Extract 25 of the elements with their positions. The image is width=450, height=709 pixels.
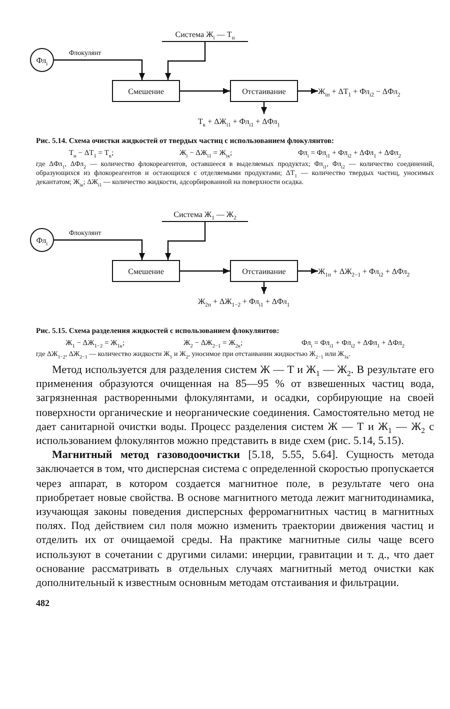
- flocculant-circle: Фл$_{i}$: [30, 228, 54, 252]
- process-box: Отстаивание: [230, 260, 298, 282]
- product-formula: Ж$_{1п}$ + ΔЖ$_{2−1}$ + Фл$_{i2}$ + ΔФл$_{2}$: [318, 264, 446, 278]
- process-box: Смешение: [112, 80, 180, 102]
- stream-label: Система Ж$_{1}$ — Ж$_{2}$: [162, 208, 248, 222]
- arrow: [54, 239, 145, 260]
- arrow: [180, 268, 230, 274]
- arrow: [261, 102, 267, 114]
- arrow: [298, 88, 318, 94]
- paragraph: Метод используется для разделения систем Ж — Т и Ж$_{1}$ — Ж$_{2}$. В результате его применения образуются очищенная на 85—95 % от взвешенных частиц вода, загрязненная растворенными флокулянтами, и осадки, сорбирующие на своей поверхности органические и неорганические соединения. Самостоятельно метод не дает санитарной очистки воды. Процесс разделения систем Ж — Т и Ж$_{1}$ — Ж$_{2}$ с использованием флокулянтов можно представить в виде схем (рис. 5.14, 5.15).: [36, 363, 434, 448]
- arrow: [261, 282, 267, 294]
- arrow: [298, 268, 318, 274]
- process-box: Отстаивание: [230, 80, 298, 102]
- arrow: [54, 59, 145, 80]
- arrow: [165, 222, 206, 260]
- stream-label: Система Ж$_{i}$ — Т$_{н}$: [162, 28, 248, 42]
- arrow: [165, 42, 206, 80]
- page-number: 482: [36, 598, 50, 608]
- process-box: Смешение: [112, 260, 180, 282]
- paragraph: Магнитный метод газоводоочистки [5.18, 5.55, 5.64]. Сущность метода заключается в том, что дисперсная система с определенной скоростью пропускается через аппарат, в котором создается магнитное поле, в результате чего она приобретает новые свойства. В основе магнитного метода лежит магнитодинамика, изучающая законы поведения дисперсных ферромагнитных частиц в магнитных полях. Под действием сил поля можно изменить траектории движения частиц и отделить их от очищаемой среды. На практике магнитные силы чаще всего используют в сочетании с другими силами: инерции, гравитации и т. д., что дает основание рассматривать в отдельных случаях магнитный метод очистки как дополнительный к известным основным методам отстаивания и фильтрации.: [36, 448, 434, 590]
- product-formula: Ж$_{iп}$ + ΔТ$_{1}$ + Фл$_{i2}$ − ΔФл$_{2}$: [318, 84, 446, 98]
- arrow: [180, 88, 230, 94]
- flocculant-circle: Фл$_{i}$: [30, 48, 54, 72]
- product-formula: Т$_{к}$ + ΔЖ$_{i1}$ + Фл$_{i1}$ + ΔФл$_{1}$: [198, 114, 328, 128]
- product-formula: Ж$_{2п}$ + ΔЖ$_{1−2}$ + Фл$_{i1}$ + ΔФл$_{1}$: [198, 294, 328, 308]
